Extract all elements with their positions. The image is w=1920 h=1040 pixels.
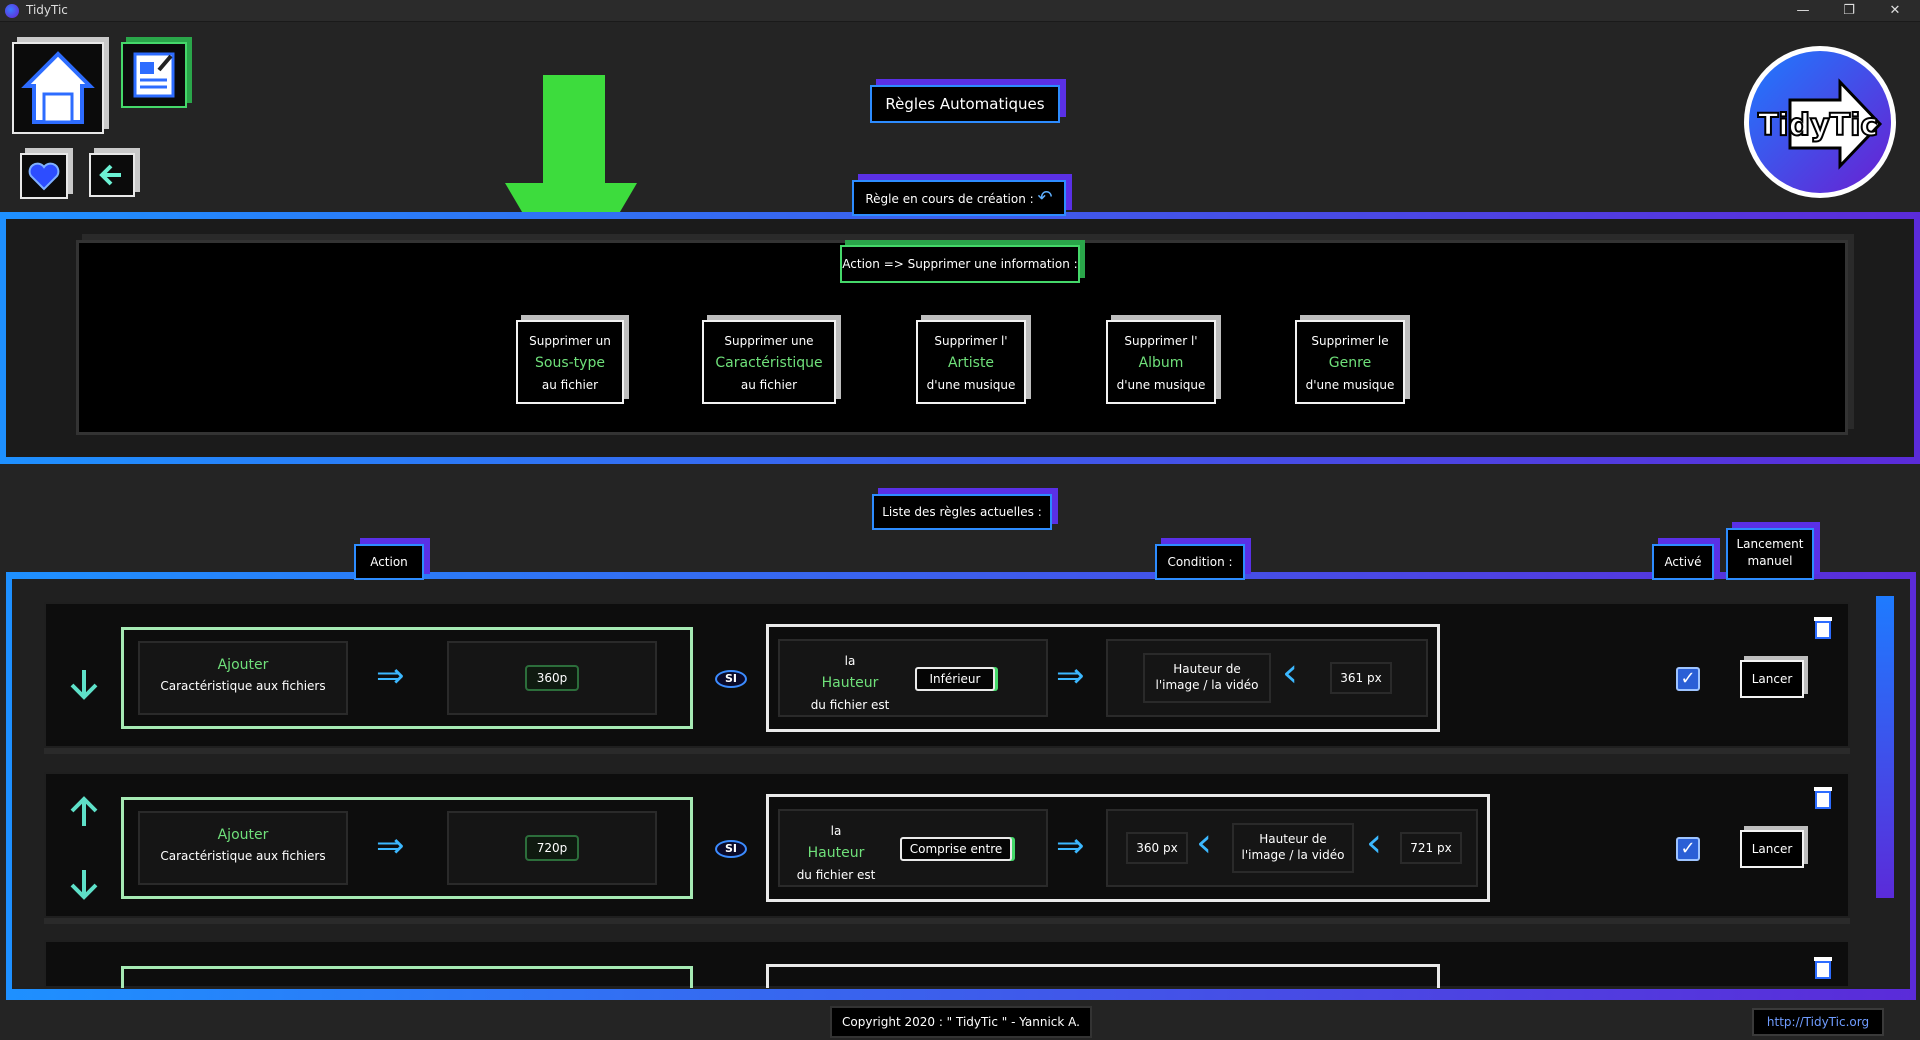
col-condition-header: Condition : — [1155, 544, 1245, 580]
value-chip[interactable]: 720p — [525, 835, 579, 861]
checkbox-icon[interactable]: ✓ — [1676, 667, 1700, 691]
right-arrow-icon: ⇒ — [376, 826, 405, 866]
chevron-left-icon: ‹ — [1366, 820, 1382, 866]
option-genre-button[interactable]: Supprimer le Genre d'une musique — [1295, 320, 1405, 404]
edit-rules-button[interactable] — [121, 42, 187, 108]
right-arrow-icon: ⇒ — [1056, 826, 1085, 866]
param-name: Hauteur de l'image / la vidéo — [1232, 823, 1354, 873]
website-link[interactable]: http://TidyTic.org — [1752, 1008, 1884, 1036]
tidytic-logo: TidyTic — [1740, 42, 1900, 202]
col-action-header: Action — [354, 544, 424, 580]
down-arrow-icon[interactable] — [66, 666, 102, 702]
home-button[interactable] — [12, 42, 104, 134]
back-icon — [99, 164, 121, 186]
checkbox-icon[interactable]: ✓ — [1676, 837, 1700, 861]
minimize-button[interactable]: — — [1796, 3, 1810, 18]
favorites-button[interactable] — [20, 153, 68, 199]
down-arrow-icon[interactable] — [66, 866, 102, 902]
big-down-arrow-icon — [505, 75, 637, 295]
param-name: Hauteur de l'image / la vidéo — [1143, 653, 1271, 703]
condition-frame — [766, 964, 1440, 988]
up-arrow-icon[interactable] — [66, 794, 102, 830]
page-title: Règles Automatiques — [870, 85, 1060, 123]
launch-button[interactable]: Lancer — [1740, 660, 1804, 698]
edit-rules-icon — [133, 52, 175, 98]
option-characteristic-button[interactable]: Supprimer une Caractéristique au fichier — [702, 320, 836, 404]
copyright: Copyright 2020 : " TidyTic " - Yannick A… — [830, 1006, 1092, 1038]
operator-chip[interactable]: Comprise entre — [900, 837, 1012, 861]
operator-chip[interactable]: Inférieur — [915, 667, 995, 691]
home-icon — [21, 51, 95, 124]
col-active-header: Activé — [1652, 544, 1714, 580]
param-value[interactable]: 361 px — [1330, 662, 1392, 694]
option-artist-button[interactable]: Supprimer l' Artiste d'une musique — [916, 320, 1026, 404]
undo-icon[interactable]: ↶ — [1037, 187, 1053, 208]
title-bar: TidyTic — ❐ ✕ — [0, 0, 1920, 22]
action-frame — [121, 966, 693, 988]
heart-icon — [28, 162, 60, 191]
option-album-button[interactable]: Supprimer l' Album d'une musique — [1106, 320, 1216, 404]
rules-list-title: Liste des règles actuelles : — [872, 494, 1052, 530]
action-label: Action => Supprimer une information : — [840, 245, 1080, 283]
creation-label: Règle en cours de création : ↶ — [852, 180, 1066, 216]
app-icon — [5, 4, 19, 18]
col-launch-header: Lancement manuel — [1726, 528, 1814, 580]
trash-icon[interactable] — [1812, 954, 1834, 980]
scrollbar-thumb[interactable] — [1876, 596, 1894, 898]
restore-button[interactable]: ❐ — [1843, 3, 1855, 18]
right-arrow-icon: ⇒ — [376, 656, 405, 696]
value-chip[interactable]: 360p — [525, 665, 579, 691]
action-cell: Ajouter Caractéristique aux fichiers — [138, 641, 348, 715]
condition-cell — [778, 639, 1048, 717]
param-high[interactable]: 721 px — [1400, 832, 1462, 864]
trash-icon[interactable] — [1812, 614, 1834, 640]
chevron-left-icon: ‹ — [1282, 650, 1298, 696]
svg-text:TidyTic: TidyTic — [1758, 108, 1878, 143]
close-button[interactable]: ✕ — [1889, 3, 1901, 18]
action-cell: Ajouter Caractéristique aux fichiers — [138, 811, 348, 885]
right-arrow-icon: ⇒ — [1056, 656, 1085, 696]
si-badge: SI — [715, 670, 747, 688]
window-title: TidyTic — [26, 3, 68, 17]
launch-button[interactable]: Lancer — [1740, 830, 1804, 868]
option-subtype-button[interactable]: Supprimer un Sous-type au fichier — [516, 320, 624, 404]
param-low[interactable]: 360 px — [1126, 832, 1188, 864]
trash-icon[interactable] — [1812, 784, 1834, 810]
si-badge: SI — [715, 840, 747, 858]
chevron-left-icon: ‹ — [1196, 820, 1212, 866]
back-button[interactable] — [89, 153, 135, 197]
